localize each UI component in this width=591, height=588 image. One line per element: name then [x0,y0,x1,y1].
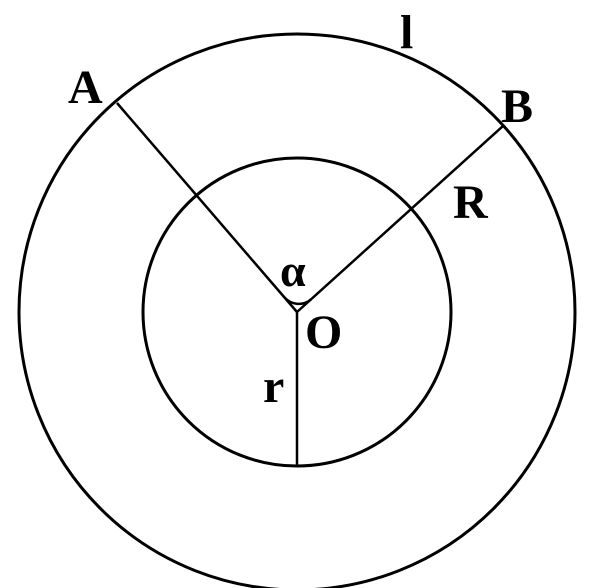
radius-r-big-label: R [453,176,489,229]
radius-r-small-label: r [263,360,284,413]
angle-arc [283,296,312,306]
radius-ob [296,125,504,313]
outer-circle [17,32,577,588]
angle-alpha-label: α [280,245,306,296]
point-b-label: B [501,80,533,133]
radius-oa [116,102,298,313]
center-o-label: O [305,306,342,359]
point-a-label: A [68,61,103,114]
arc-label-l: l [400,6,413,59]
